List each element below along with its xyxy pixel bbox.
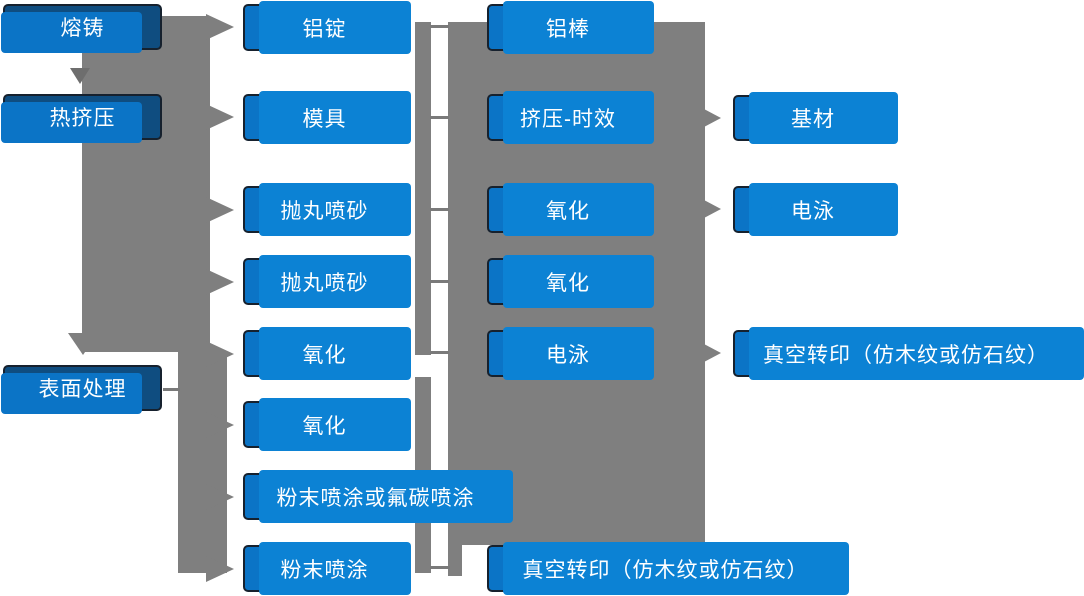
node-surface-treatment: 表面处理: [1, 365, 162, 414]
node-oxidation-2: 氧化: [243, 398, 411, 451]
arrow-to-aluminum-ingot-icon: [206, 14, 234, 40]
node-mold: 模具: [243, 91, 411, 144]
node-aluminum-rod: 铝棒: [487, 1, 654, 54]
connector-left-bar-lower: [178, 352, 227, 573]
arrow-to-shot-blasting-2-icon: [206, 269, 234, 295]
stub-bottom: [430, 566, 450, 569]
node-base-material: 基材: [733, 92, 898, 144]
connector-panel-tab: [448, 545, 462, 576]
node-extrusion-aging: 挤压-时效: [487, 91, 654, 144]
node-vacuum-transfer-bottom: 真空转印（仿木纹或仿石纹）: [487, 542, 849, 595]
arrow-to-vacuum-transfer-right-icon: [704, 344, 721, 362]
node-oxidation-a: 氧化: [487, 183, 654, 236]
stub-row3: [430, 208, 449, 211]
node-hot-extrusion: 热挤压: [1, 94, 162, 143]
stub-row1: [430, 25, 449, 28]
arrow-to-electrophoresis-out-icon: [704, 200, 721, 218]
arrow-down-to-hot-extrusion-icon: [70, 68, 90, 84]
node-electrophoresis: 电泳: [487, 327, 654, 380]
node-powder-coating: 粉末喷涂: [243, 542, 411, 595]
arrow-to-oxidation-2-icon: [206, 412, 234, 438]
stub-surface-treatment: [163, 388, 180, 391]
arrow-to-powder-fluorocarbon-icon: [206, 484, 234, 510]
arrow-to-base-material-icon: [704, 109, 721, 127]
node-oxidation-1: 氧化: [243, 327, 411, 380]
arrow-to-mold-icon: [206, 104, 234, 130]
stub-row2: [430, 116, 449, 119]
node-electrophoresis-out: 电泳: [733, 183, 898, 236]
node-melting: 熔铸: [1, 4, 162, 53]
stub-row5: [430, 351, 449, 354]
arrow-to-powder-coating-icon: [206, 556, 234, 582]
arrow-down-to-surface-treatment-icon: [68, 333, 98, 355]
connector-left-band: [82, 16, 210, 352]
stub-row4: [430, 280, 449, 283]
node-shot-blasting-2: 抛丸喷砂: [243, 255, 411, 308]
node-shot-blasting-1: 抛丸喷砂: [243, 183, 411, 236]
arrow-to-oxidation-1-icon: [206, 341, 234, 367]
arrow-to-shot-blasting-1-icon: [206, 197, 234, 223]
connector-mid-bar-upper: [415, 22, 431, 355]
node-oxidation-b: 氧化: [487, 255, 654, 308]
node-vacuum-transfer-right: 真空转印（仿木纹或仿石纹）: [733, 327, 1084, 380]
node-powder-or-fluorocarbon: 粉末喷涂或氟碳喷涂: [243, 470, 513, 523]
node-aluminum-ingot: 铝锭: [243, 1, 411, 54]
